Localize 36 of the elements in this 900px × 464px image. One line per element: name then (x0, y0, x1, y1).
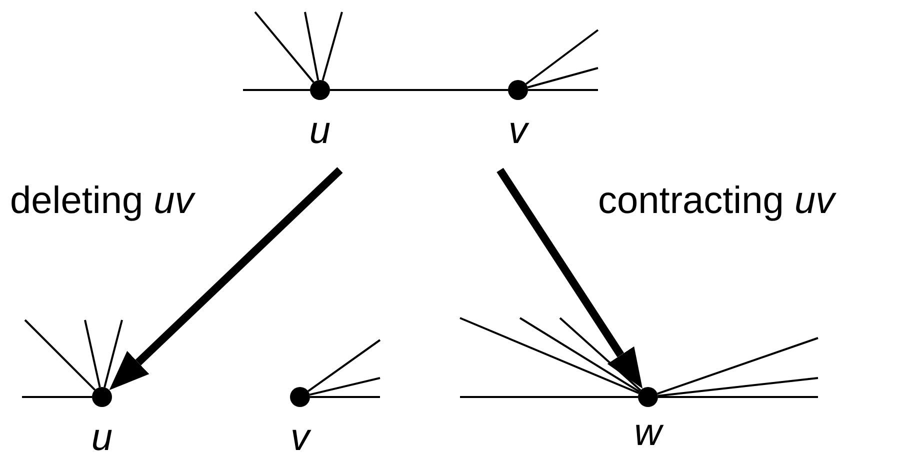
graph-edge (304, 12, 320, 80)
graph-edge (310, 396, 380, 398)
edge-label: contracting uv (598, 182, 835, 220)
graph-edge (84, 320, 101, 388)
arrow (496, 168, 643, 389)
graph-edge (330, 89, 508, 91)
graph-edge (519, 317, 640, 393)
vertex-dot (290, 387, 310, 407)
graph-edge (104, 320, 123, 388)
edge-label: deleting uv (10, 182, 194, 220)
vertex-dot (310, 80, 330, 100)
graph-edge (308, 339, 381, 392)
vertex-dot (638, 387, 658, 407)
vertex-label: v (290, 419, 310, 457)
graph-edge (22, 396, 92, 398)
vertex-dot (92, 387, 112, 407)
arrow (109, 167, 343, 390)
graph-edge (657, 337, 818, 395)
graph-edge (322, 12, 343, 81)
graph-edge (658, 377, 818, 397)
graph-edge (527, 67, 598, 88)
graph-edge (559, 317, 642, 392)
vertex-label: u (91, 419, 113, 457)
graph-edge (243, 89, 310, 91)
graph-edge (460, 317, 640, 394)
graph-edge (658, 396, 818, 398)
graph-edge (310, 377, 380, 396)
graph-edge (24, 319, 96, 391)
vertex-label: u (309, 112, 331, 150)
vertex-dot (508, 80, 528, 100)
graph-edge (525, 29, 599, 85)
vertex-label: w (634, 414, 662, 452)
graph-edge (254, 11, 314, 83)
graph-edge (528, 89, 598, 91)
graph-edge (460, 396, 638, 398)
vertex-label: v (508, 112, 528, 150)
